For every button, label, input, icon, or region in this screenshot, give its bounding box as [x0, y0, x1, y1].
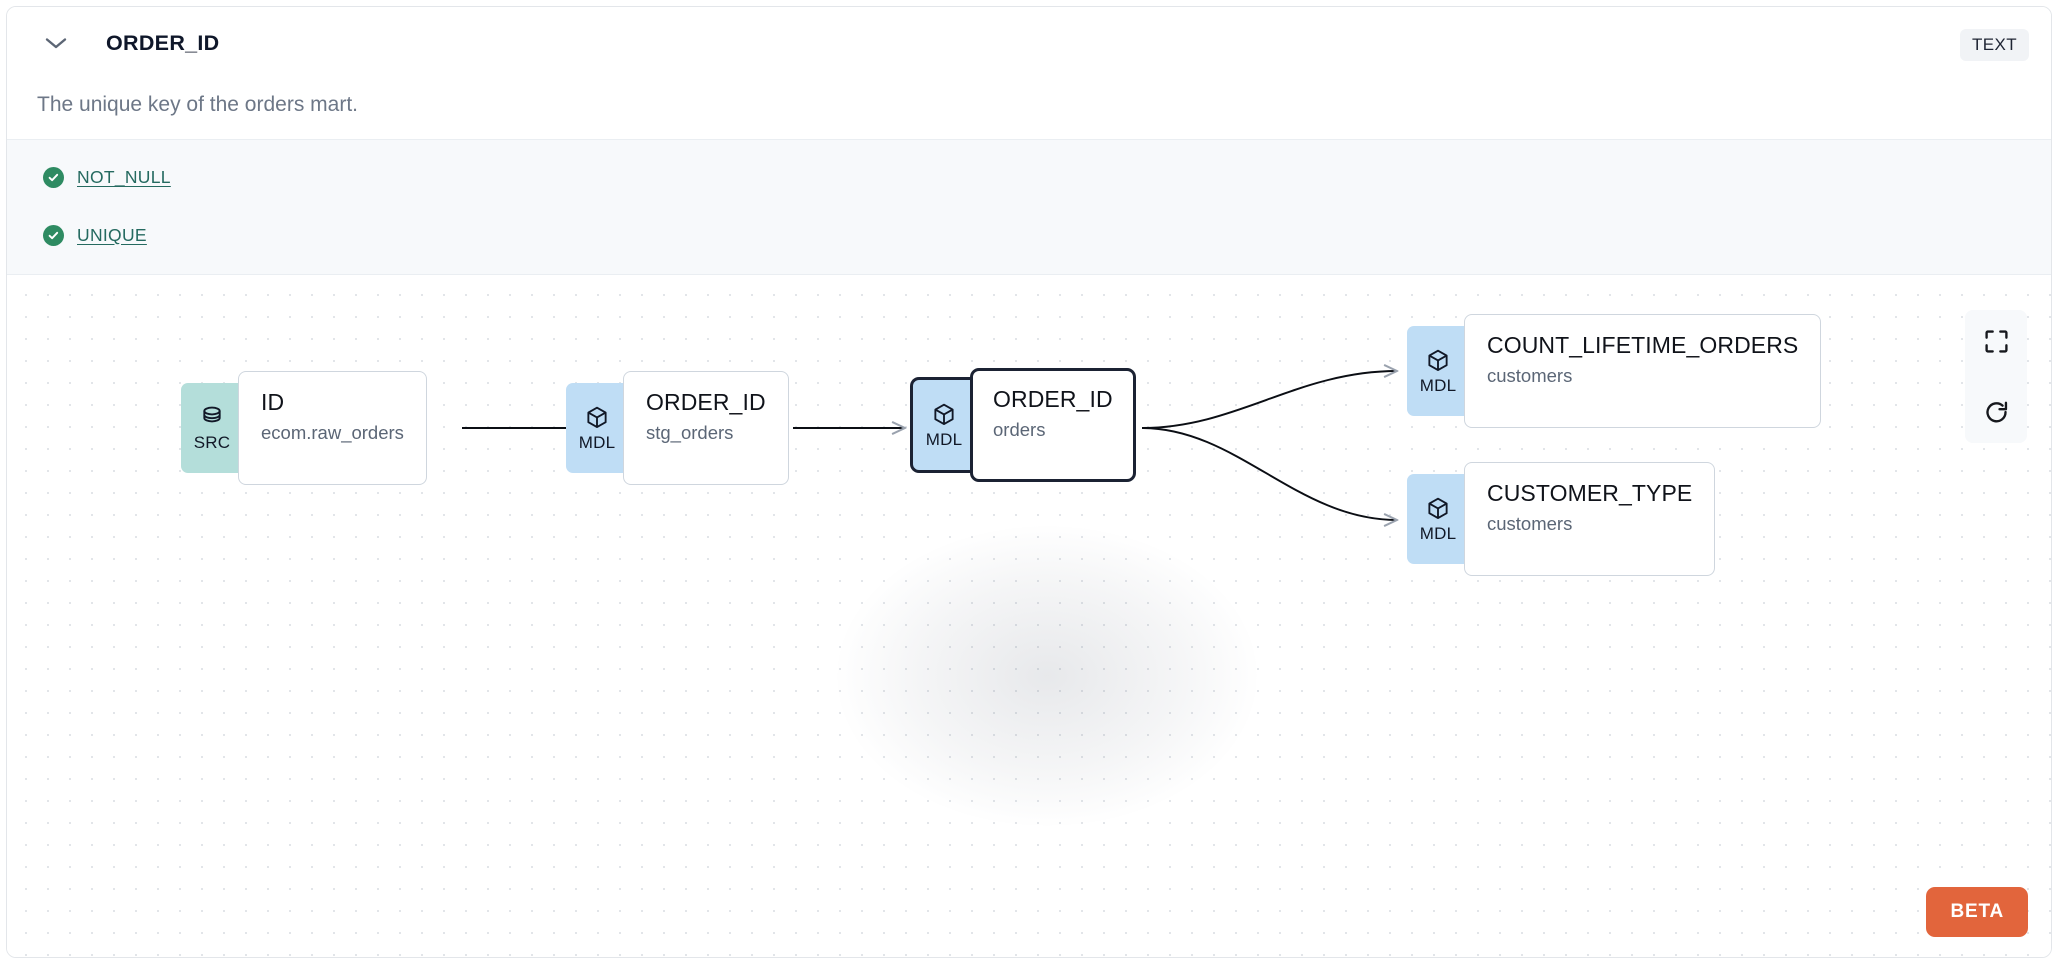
lineage-node-customer-type[interactable]: MDL CUSTOMER_TYPE customers — [1407, 462, 1716, 576]
node-body: ORDER_ID orders — [970, 368, 1136, 482]
node-model-name: customers — [1487, 513, 1573, 534]
page-title: ORDER_ID — [106, 31, 220, 55]
node-type-badge-mdl: MDL — [910, 377, 975, 473]
node-body: ORDER_ID stg_orders — [623, 371, 789, 485]
badge-label: MDL — [1419, 524, 1457, 543]
node-type-badge-mdl: MDL — [566, 383, 628, 473]
cube-icon — [1428, 497, 1448, 520]
cube-icon — [587, 406, 607, 429]
node-column-name: ORDER_ID — [646, 389, 766, 415]
badge-label: MDL — [1419, 376, 1457, 395]
node-column-name: ID — [261, 389, 285, 415]
column-description: The unique key of the orders mart. — [37, 93, 358, 116]
badge-label: MDL — [925, 430, 963, 449]
node-model-name: customers — [1487, 365, 1573, 386]
test-row[interactable]: UNIQUE — [43, 223, 147, 247]
node-type-badge-src: SRC — [181, 383, 243, 473]
chevron-down-icon[interactable] — [43, 34, 69, 52]
lineage-node-orders-order-id[interactable]: MDL ORDER_ID orders — [910, 368, 1136, 482]
lineage-node-src-id[interactable]: SRC ID ecom.raw_orders — [181, 371, 427, 485]
node-type-badge-mdl: MDL — [1407, 474, 1469, 564]
cube-icon — [934, 403, 954, 426]
lineage-node-count-lifetime-orders[interactable]: MDL COUNT_LIFETIME_ORDERS customers — [1407, 314, 1822, 428]
column-type-badge: TEXT — [1959, 29, 2029, 61]
test-link-unique[interactable]: UNIQUE — [77, 224, 147, 245]
node-body: ID ecom.raw_orders — [238, 371, 427, 485]
fit-view-icon[interactable] — [1965, 310, 2027, 372]
canvas-controls — [1965, 310, 2027, 443]
lineage-canvas[interactable]: SRC ID ecom.raw_orders MDL ORDER_ID stg_… — [7, 276, 2052, 958]
test-link-not-null[interactable]: NOT_NULL — [77, 166, 171, 187]
beta-badge[interactable]: BETA — [1926, 887, 2028, 937]
node-model-name: orders — [993, 419, 1046, 440]
node-column-name: COUNT_LIFETIME_ORDERS — [1487, 332, 1799, 358]
node-model-name: stg_orders — [646, 422, 734, 443]
database-icon — [203, 406, 221, 423]
test-row[interactable]: NOT_NULL — [43, 165, 171, 189]
node-type-badge-mdl: MDL — [1407, 326, 1469, 416]
node-body: CUSTOMER_TYPE customers — [1464, 462, 1716, 576]
node-model-name: ecom.raw_orders — [261, 422, 404, 443]
badge-label: MDL — [578, 433, 616, 452]
card-header: ORDER_ID TEXT — [7, 7, 2051, 77]
tests-section: NOT_NULL UNIQUE — [7, 139, 2051, 275]
check-circle-icon — [43, 166, 64, 188]
badge-label: SRC — [193, 433, 231, 452]
cube-icon — [1428, 349, 1448, 372]
node-column-name: ORDER_ID — [993, 386, 1113, 412]
refresh-icon[interactable] — [1965, 381, 2027, 443]
column-detail-card: ORDER_ID TEXT The unique key of the orde… — [6, 6, 2052, 958]
lineage-node-stg-order-id[interactable]: MDL ORDER_ID stg_orders — [566, 371, 789, 485]
check-circle-icon — [43, 224, 64, 246]
node-body: COUNT_LIFETIME_ORDERS customers — [1464, 314, 1822, 428]
node-column-name: CUSTOMER_TYPE — [1487, 480, 1693, 506]
lineage-edges — [462, 276, 2052, 958]
